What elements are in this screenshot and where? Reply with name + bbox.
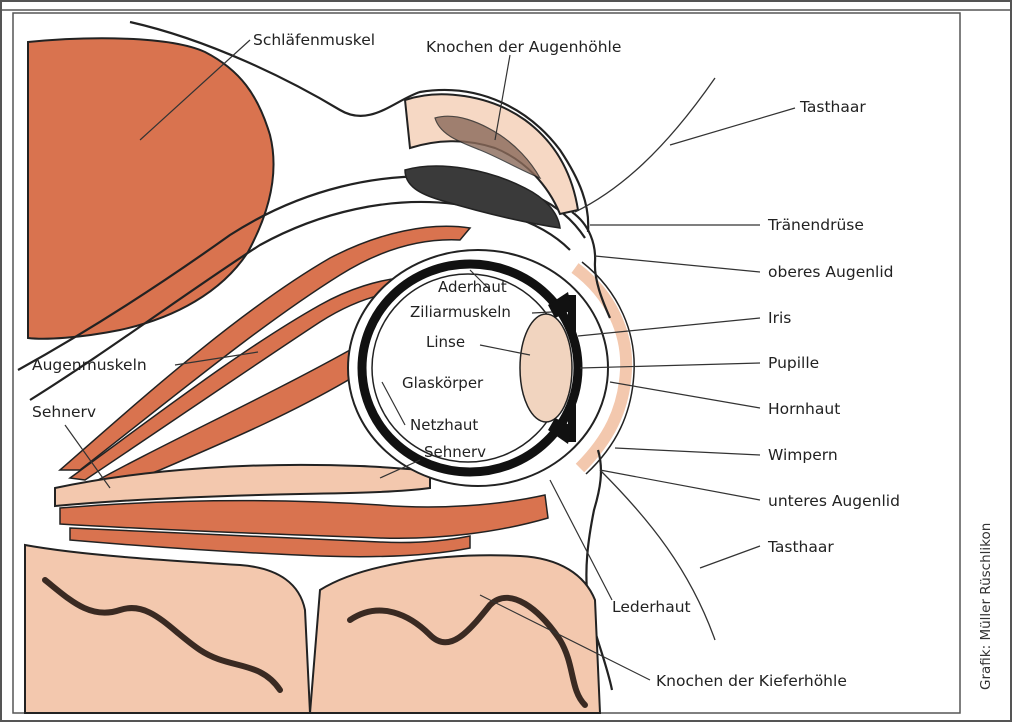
- label-knochen-kieferhoehle: Knochen der Kieferhöhle: [656, 672, 847, 690]
- label-pupille: Pupille: [768, 354, 819, 372]
- leader-tasthaar-unten: [700, 546, 760, 568]
- top-strip: [1, 1, 1011, 10]
- cheek-bone-left: [25, 545, 310, 713]
- label-unteres-augenlid: unteres Augenlid: [768, 492, 900, 510]
- temple-muscle: [28, 38, 274, 338]
- label-schlaefenmuskel: Schläfenmuskel: [253, 31, 375, 49]
- label-wimpern: Wimpern: [768, 446, 838, 464]
- leader-iris: [578, 318, 760, 336]
- label-tasthaar-unten: Tasthaar: [767, 538, 834, 556]
- optic-nerve: [55, 465, 430, 506]
- leader-oberes-augenlid: [595, 256, 760, 272]
- label-lederhaut: Lederhaut: [612, 598, 691, 616]
- label-ziliarmuskeln: Ziliarmuskeln: [410, 303, 511, 321]
- label-tasthaar-oben: Tasthaar: [799, 98, 866, 116]
- tactile-hair-upper: [575, 78, 715, 212]
- lens: [520, 314, 572, 422]
- label-hornhaut: Hornhaut: [768, 400, 840, 418]
- label-sehnerv-aussen: Sehnerv: [32, 403, 96, 421]
- label-glaskoerper: Glaskörper: [402, 374, 484, 392]
- label-augenmuskeln: Augenmuskeln: [32, 356, 147, 374]
- label-iris: Iris: [768, 309, 791, 327]
- label-oberes-augenlid: oberes Augenlid: [768, 263, 894, 281]
- leader-wimpern: [615, 448, 760, 455]
- leader-hornhaut: [610, 382, 760, 408]
- credit-text: Grafik: Müller Rüschlikon: [978, 523, 994, 690]
- label-aderhaut: Aderhaut: [438, 278, 507, 296]
- label-knochen-augenhoehle: Knochen der Augenhöhle: [426, 38, 621, 56]
- label-linse: Linse: [426, 333, 465, 351]
- label-sehnerv-innen: Sehnerv: [424, 443, 486, 461]
- label-traenendruese: Tränendrüse: [767, 216, 864, 234]
- label-netzhaut: Netzhaut: [410, 416, 478, 434]
